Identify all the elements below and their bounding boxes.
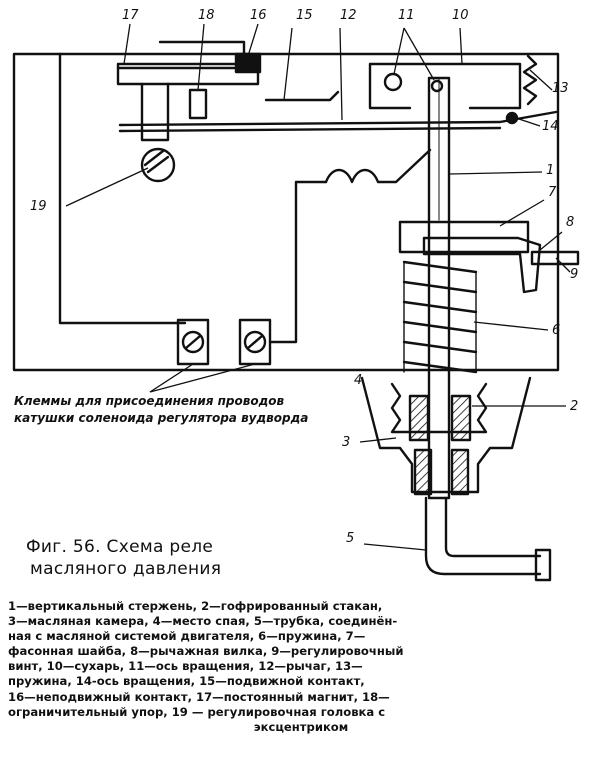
wiring-left — [58, 52, 187, 325]
corrugated-cup — [390, 382, 488, 434]
terminals-note-line: катушки соленоида регулятора вудворда — [14, 411, 309, 425]
adjusting-screw — [530, 250, 580, 266]
callout-15: 15 — [296, 8, 313, 23]
legend-line: 16—неподвижный контакт, 17—постоянный ма… — [8, 689, 390, 704]
moving-contact — [264, 90, 340, 102]
wiring-coil — [324, 148, 432, 184]
legend-line: ограничительный упор, 19 — регулировочна… — [8, 704, 386, 719]
block — [368, 62, 522, 110]
lever — [118, 110, 558, 127]
callout-10: 10 — [452, 8, 469, 23]
legend-line: 1—вертикальный стержень, 2—гофрированный… — [8, 599, 383, 613]
legend-line: ная с масляной системой двигателя, 6—пру… — [8, 629, 366, 644]
callout-6: 6 — [552, 323, 561, 338]
callout-3: 3 — [342, 435, 351, 450]
callout-11: 11 — [398, 8, 415, 23]
callout-18: 18 — [198, 8, 215, 23]
oil-chamber — [360, 376, 532, 494]
pivot-14 — [505, 111, 519, 125]
relay-diagram — [12, 23, 580, 582]
callout-16: 16 — [250, 8, 267, 23]
callout-5: 5 — [346, 531, 355, 546]
callout-13: 13 — [552, 81, 569, 96]
lever-spring — [522, 54, 538, 106]
callout-12: 12 — [340, 8, 357, 23]
legend-line: винт, 10—сухарь, 11—ось вращения, 12—рыч… — [8, 659, 363, 674]
spring — [402, 260, 478, 374]
callout-17: 17 — [122, 8, 139, 23]
legend-line: 3—масляная камера, 4—место спая, 5—трубк… — [8, 614, 398, 629]
oil-tube — [424, 496, 542, 576]
callout-9: 9 — [570, 267, 579, 282]
permanent-magnet — [116, 62, 260, 86]
figure-title: Фиг. 56. Схема реле масляного давления — [26, 536, 221, 580]
legend-line: эксцентриком — [253, 719, 349, 734]
callout-4: 4 — [354, 373, 363, 388]
lever-fork — [422, 236, 542, 294]
wiring-right — [268, 180, 328, 344]
callout-7: 7 — [548, 185, 557, 200]
magnet-holder — [140, 82, 170, 142]
adjusting-head — [140, 147, 176, 183]
shaped-washer — [398, 220, 530, 254]
callout-2: 2 — [570, 399, 579, 414]
callout-1: 1 — [546, 163, 555, 178]
pivot-11a — [383, 72, 403, 92]
figure-legend: 1—вертикальный стержень, 2—гофрированный… — [8, 599, 594, 735]
callout-14: 14 — [542, 119, 559, 134]
limit-stop — [188, 88, 208, 120]
terminals-note: Клеммы для присоединения проводов катушк… — [14, 393, 308, 427]
legend-line: пружина, 14-ось вращения, 15—подвижной к… — [8, 674, 365, 689]
figure-title-line: масляного давления — [30, 559, 222, 579]
fixed-contact — [234, 52, 262, 74]
relay-housing — [12, 52, 560, 372]
callout-8: 8 — [566, 215, 575, 230]
pivot-11b — [430, 79, 444, 93]
callout-19: 19 — [30, 199, 47, 214]
legend-line: фасонная шайба, 8—рычажная вилка, 9—регу… — [8, 644, 404, 659]
terminals-note-line: Клеммы для присоединения проводов — [14, 394, 285, 408]
figure-title-line: Фиг. 56. Схема реле — [26, 537, 214, 557]
